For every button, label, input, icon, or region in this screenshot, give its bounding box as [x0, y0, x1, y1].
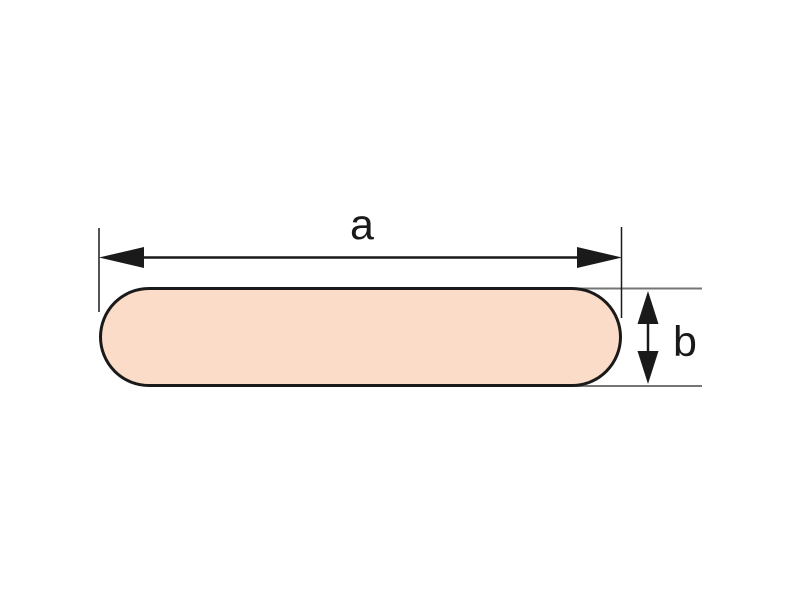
width-dimension-arrow [99, 247, 622, 268]
thickness-dimension-arrow [637, 291, 659, 384]
width-arrowhead-right [577, 247, 622, 268]
width-arrowhead-left [99, 247, 144, 268]
thickness-arrowhead-down [637, 351, 659, 384]
profile-shape [99, 287, 622, 387]
thickness-arrowhead-up [637, 291, 659, 324]
width-dimension-label: a [350, 201, 374, 249]
thickness-dimension-label: b [673, 318, 697, 366]
